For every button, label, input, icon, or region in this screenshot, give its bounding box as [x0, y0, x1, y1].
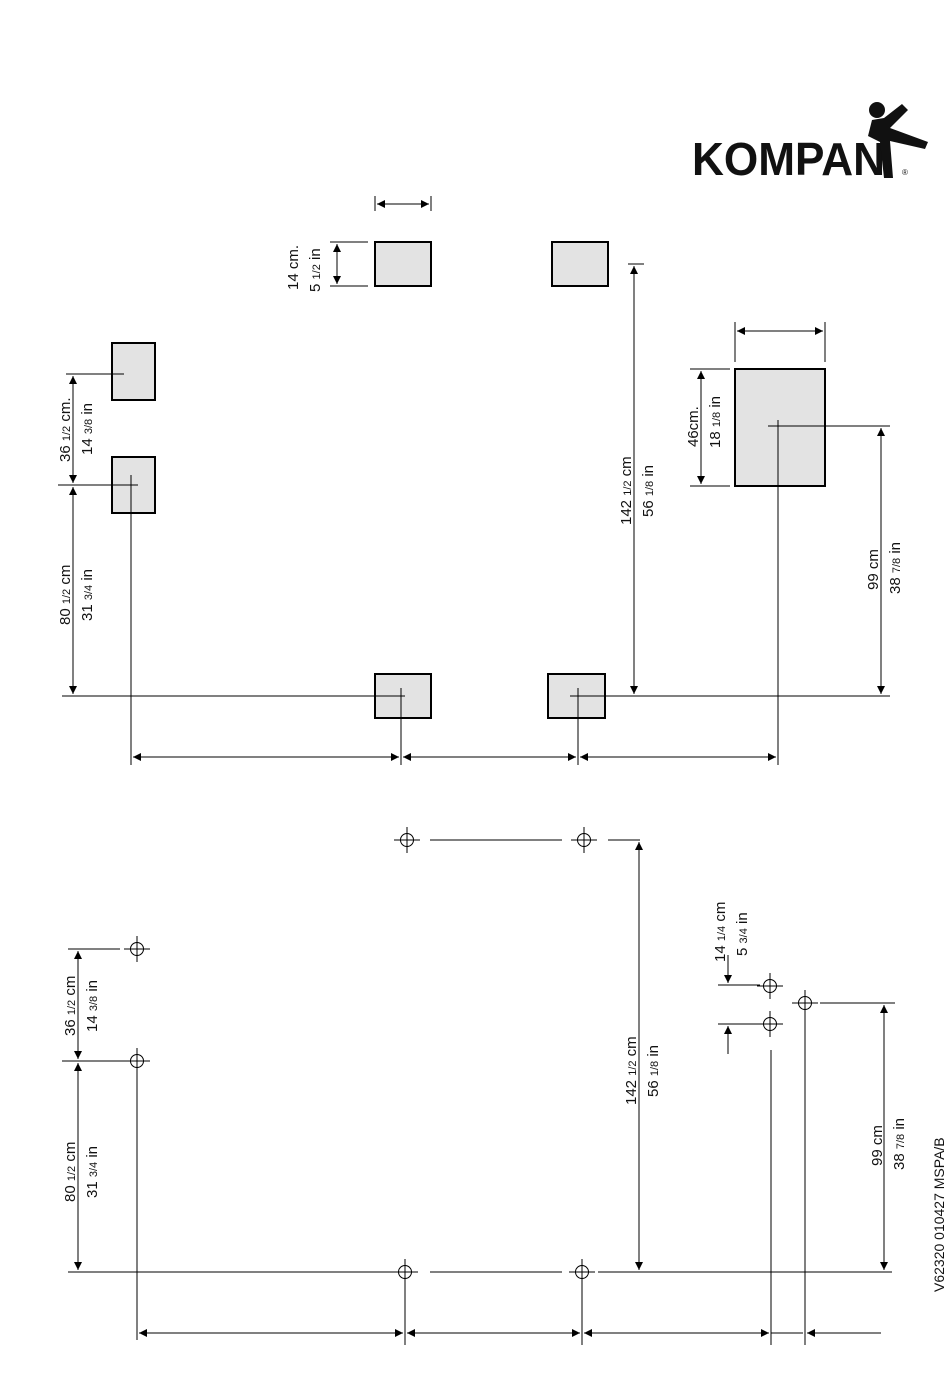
post-hole [124, 1048, 150, 1074]
post-spacing-cm: 14 1/4 cm [712, 902, 729, 962]
bottom-left-offset-in: 31 3/4 in [84, 1146, 101, 1198]
footing-large [735, 369, 825, 486]
bottom-depth-in: 56 1/8 in [645, 1045, 662, 1097]
top-right-offset-in: 38 7/8 in [887, 542, 904, 594]
document-code: V62320 010427 MSPA/B [931, 1137, 947, 1292]
bottom-depth-cm: 142 1/2 cm [623, 1036, 640, 1105]
top-right-offset-cm: 99 cm [865, 549, 882, 590]
large-footing-in: 18 1/8 in [707, 396, 724, 448]
footing-top-left [375, 242, 431, 286]
post-hole [571, 827, 597, 853]
post-hole [569, 1259, 595, 1285]
top-left-offset-in: 31 3/4 in [79, 569, 96, 621]
footing-width-cm: 14 cm. [285, 245, 302, 290]
post-hole [392, 1259, 418, 1285]
footing-top-right [552, 242, 608, 286]
bottom-left-spacing-cm: 36 1/2 cm [62, 976, 79, 1036]
top-depth-cm: 142 1/2 cm [618, 456, 635, 525]
top-left-spacing-in: 14 3/8 in [79, 403, 96, 455]
footing-width-in: 5 1/2 in [307, 248, 324, 292]
top-left-offset-cm: 80 1/2 cm [57, 565, 74, 625]
top-plan: 14 cm. 5 1/2 in 36 1/2 cm. 14 3/8 in 80 … [57, 196, 904, 765]
post-hole [124, 936, 150, 962]
registered-mark: ® [902, 168, 908, 177]
top-left-spacing-cm: 36 1/2 cm. [57, 398, 74, 463]
logo-text: KOMPAN [692, 133, 885, 185]
bottom-right-offset-cm: 99 cm [869, 1125, 886, 1166]
bottom-left-spacing-in: 14 3/8 in [84, 980, 101, 1032]
top-depth-in: 56 1/8 in [640, 465, 657, 517]
post-hole [757, 973, 783, 999]
large-footing-cm: 46cm. [685, 406, 702, 447]
post-hole [792, 990, 818, 1016]
post-hole [757, 1011, 783, 1037]
bottom-right-offset-in: 38 7/8 in [891, 1118, 908, 1170]
footing-left-upper [112, 343, 155, 400]
bottom-plan: 36 1/2 cm 14 3/8 in 80 1/2 cm 31 3/4 in … [62, 827, 908, 1345]
kompan-logo: KOMPAN ® [692, 102, 928, 185]
post-hole [394, 827, 420, 853]
post-spacing-in: 5 3/4 in [734, 912, 751, 956]
bottom-left-offset-cm: 80 1/2 cm [62, 1142, 79, 1202]
